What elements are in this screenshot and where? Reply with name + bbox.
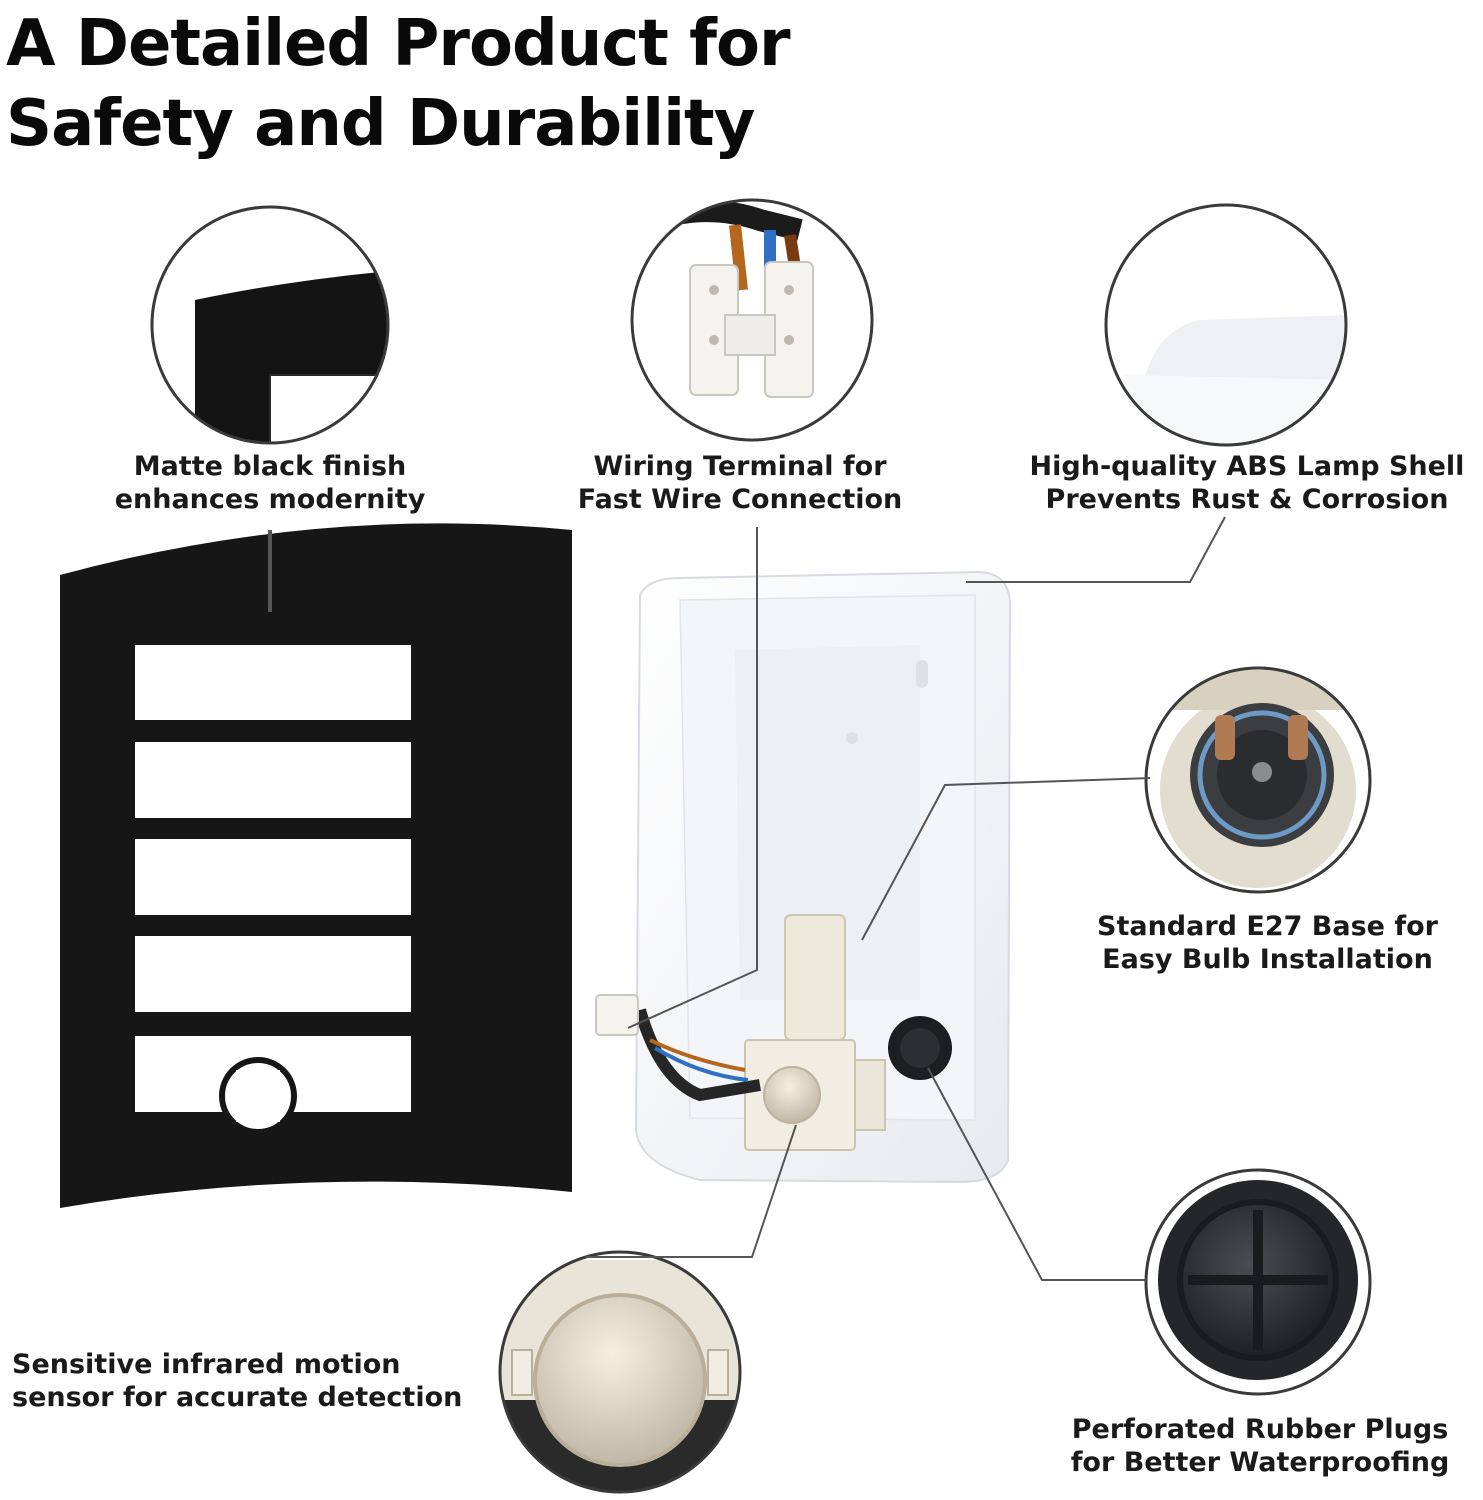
base-label: Standard E27 Base for Easy Bulb Installa… <box>1075 910 1460 976</box>
finish-detail-circle <box>150 205 390 445</box>
terminal-label-line-2: Fast Wire Connection <box>577 484 903 515</box>
shell-label-line-1: High-quality ABS Lamp Shell <box>1029 451 1465 482</box>
terminal-label: Wiring Terminal for Fast Wire Connection <box>560 450 920 516</box>
plugs-label-line-1: Perforated Rubber Plugs <box>1071 1414 1449 1445</box>
title-line-1: A Detailed Product for <box>6 7 790 81</box>
terminal-detail-circle <box>630 198 874 442</box>
finish-label: Matte black finish enhances modernity <box>95 450 445 516</box>
base-label-line-2: Easy Bulb Installation <box>1102 944 1433 975</box>
sensor-label: Sensitive infrared motion sensor for acc… <box>12 1348 482 1414</box>
finish-label-line-1: Matte black finish <box>133 451 407 482</box>
shell-label: High-quality ABS Lamp Shell Prevents Rus… <box>1012 450 1482 516</box>
sensor-label-line-1: Sensitive infrared motion <box>12 1349 401 1380</box>
white-lamp-interior <box>595 570 1012 1184</box>
black-lamp-front <box>60 523 572 1208</box>
sensor-detail-circle <box>498 1250 742 1494</box>
leader-lines <box>268 516 1226 1281</box>
base-label-line-1: Standard E27 Base for <box>1097 911 1438 942</box>
e27-detail-circle <box>1144 666 1372 894</box>
plugs-label-line-2: for Better Waterproofing <box>1070 1447 1450 1478</box>
shell-label-line-2: Prevents Rust & Corrosion <box>1045 484 1449 515</box>
shell-detail-circle <box>1104 203 1348 447</box>
rubber-plug-detail-circle <box>1144 1168 1372 1396</box>
title-line-2: Safety and Durability <box>6 87 755 161</box>
sensor-label-line-2: sensor for accurate detection <box>12 1382 463 1413</box>
terminal-label-line-1: Wiring Terminal for <box>593 451 887 482</box>
page-title: A Detailed Product for Safety and Durabi… <box>6 4 790 164</box>
finish-label-line-2: enhances modernity <box>114 484 426 515</box>
plugs-label: Perforated Rubber Plugs for Better Water… <box>1055 1413 1465 1479</box>
